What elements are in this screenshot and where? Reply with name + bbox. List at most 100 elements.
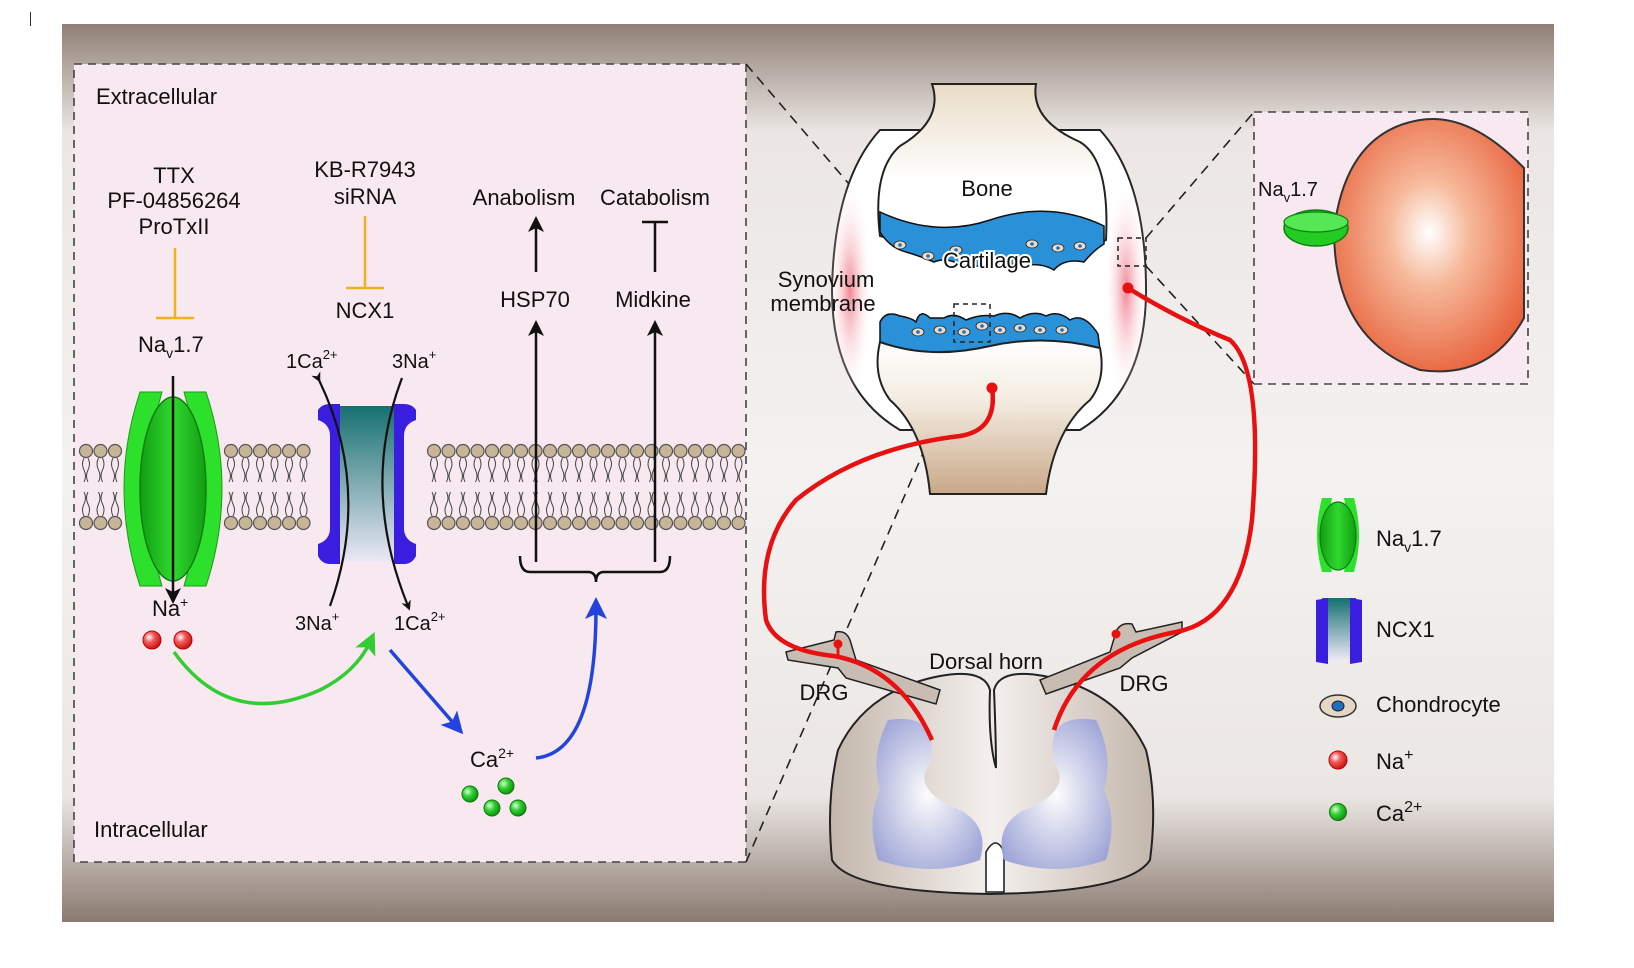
chondrocyte-nucleus	[1060, 328, 1064, 332]
ncx-label: NCX1	[336, 298, 395, 323]
drg-soma	[833, 639, 843, 649]
synovium-label-1: Synovium	[778, 267, 875, 292]
ncx-to-ca-arrow	[388, 648, 464, 735]
na-ion	[142, 630, 162, 650]
legend: Nav1.7 NCX1 Chondrocyte Na+ Ca2+	[1316, 498, 1501, 826]
chondrocyte-nucleus	[938, 328, 942, 332]
lipid-molecule	[499, 443, 514, 531]
lipid-molecule	[586, 443, 601, 531]
lipid-molecule	[542, 443, 558, 531]
chondrocyte-nucleus	[916, 330, 920, 334]
ncx-bottom-right-label: 1Ca2+	[394, 609, 446, 635]
inhibitor-protxii: ProTxII	[139, 214, 210, 239]
lipid-molecule	[600, 443, 616, 531]
inset-marker-cartilage	[953, 303, 991, 343]
legend-nav-label: Nav1.7	[1376, 526, 1442, 555]
inset-nav-label: Nav1.7	[1258, 179, 1318, 205]
lipid-molecule	[238, 443, 253, 531]
legend-chondrocyte-label: Chondrocyte	[1376, 692, 1501, 717]
inhibitor-kbr: KB-R7943	[314, 157, 416, 182]
legend-ncx-icon	[1316, 598, 1362, 664]
chondrocyte-nucleus	[1078, 244, 1082, 248]
legend-ca-icon	[1329, 803, 1347, 821]
inset-marker-synovium	[1117, 237, 1147, 267]
chondrocyte-nucleus	[898, 243, 902, 247]
sensory-nerve-left	[761, 387, 996, 741]
nerve-ending	[1122, 282, 1134, 294]
bone-label: Bone	[961, 176, 1012, 201]
anabolism-label: Anabolism	[473, 185, 576, 210]
inhibition-bar-ncx	[346, 216, 384, 290]
inhibitor-ttx: TTX	[153, 163, 195, 188]
legend-nav-icon	[1317, 498, 1359, 572]
legend-ca-label: Ca2+	[1376, 799, 1422, 826]
nav-label: Nav1.7	[138, 332, 204, 361]
lipid-molecule	[296, 443, 311, 531]
chondrocyte-nucleus	[1056, 246, 1060, 250]
midkine-label: Midkine	[615, 287, 691, 312]
drg-left-label: DRG	[800, 680, 849, 705]
drg-soma	[1111, 629, 1121, 639]
lipid-molecule	[557, 443, 572, 531]
lipid-molecule	[571, 443, 587, 531]
lipid-molecule	[267, 443, 282, 531]
ca-ion	[483, 799, 501, 817]
ncx-flux-na-in	[381, 377, 411, 611]
na-ion	[173, 630, 193, 650]
ca-ion-label: Ca2+	[470, 745, 514, 772]
knee-joint	[828, 83, 1148, 495]
dorsal-horn-label: Dorsal horn	[929, 649, 1043, 674]
catabolism-label: Catabolism	[600, 185, 710, 210]
chondrocyte-nucleus	[954, 248, 958, 252]
signal-brace	[518, 555, 672, 583]
lipid-molecule	[455, 443, 471, 531]
lipid-molecule	[470, 443, 485, 531]
chondrocyte-nucleus	[1038, 328, 1042, 332]
chondrocyte-nucleus	[1018, 326, 1022, 330]
synovium-label-2: membrane	[770, 291, 875, 316]
ncx1-exchanger	[318, 404, 416, 564]
ca-ion	[461, 785, 479, 803]
na-ion-label: Na+	[152, 594, 188, 621]
lipid-molecule	[484, 443, 500, 531]
inhibitor-pf: PF-04856264	[107, 188, 240, 213]
lipid-molecule	[731, 443, 746, 531]
cartilage-label: Cartilage	[943, 248, 1031, 273]
chondrocyte-nucleus	[962, 330, 966, 334]
lipid-molecule	[716, 443, 732, 531]
lipid-molecule	[615, 443, 630, 531]
lipid-molecule	[629, 443, 645, 531]
zoom-line	[1145, 265, 1255, 385]
lipid-molecule	[426, 443, 442, 531]
lipid-molecule	[658, 443, 674, 531]
intracellular-label: Intracellular	[94, 817, 208, 842]
lipid-molecule	[281, 443, 297, 531]
lipid-molecule	[441, 443, 456, 531]
ca-to-signal-arrow	[535, 597, 607, 760]
lipid-molecule	[107, 443, 123, 531]
legend-ncx-label: NCX1	[1376, 617, 1435, 642]
extracellular-label: Extracellular	[96, 84, 217, 109]
corner-tick-mark	[30, 12, 31, 26]
lipid-molecule	[687, 443, 703, 531]
nav17-inset-channel	[1283, 209, 1349, 247]
ncx-top-right-label: 3Na+	[392, 347, 436, 373]
na-to-ncx-arrow	[172, 632, 376, 706]
legend-na-icon	[1328, 750, 1348, 770]
sensory-nerve-right	[1051, 286, 1258, 731]
chondrocyte-nucleus	[1030, 242, 1034, 246]
ca-ion	[509, 799, 527, 817]
legend-chondrocyte-icon	[1319, 694, 1357, 718]
chondrocyte-nucleus	[998, 328, 1002, 332]
lipid-molecule	[702, 443, 717, 531]
ncx-bottom-left-label: 3Na+	[295, 609, 339, 635]
ca-ion	[497, 777, 515, 795]
drg-right-label: DRG	[1120, 671, 1169, 696]
midkine-inhibits-catabolism	[642, 220, 668, 272]
inhibitor-sirna: siRNA	[334, 184, 397, 209]
nerve-ending	[986, 382, 998, 394]
chondrocyte-nucleus	[980, 324, 984, 328]
zoom-line	[1145, 111, 1255, 239]
chondrocyte-nucleus	[926, 254, 930, 258]
chondrocyte-cells	[893, 239, 1087, 337]
